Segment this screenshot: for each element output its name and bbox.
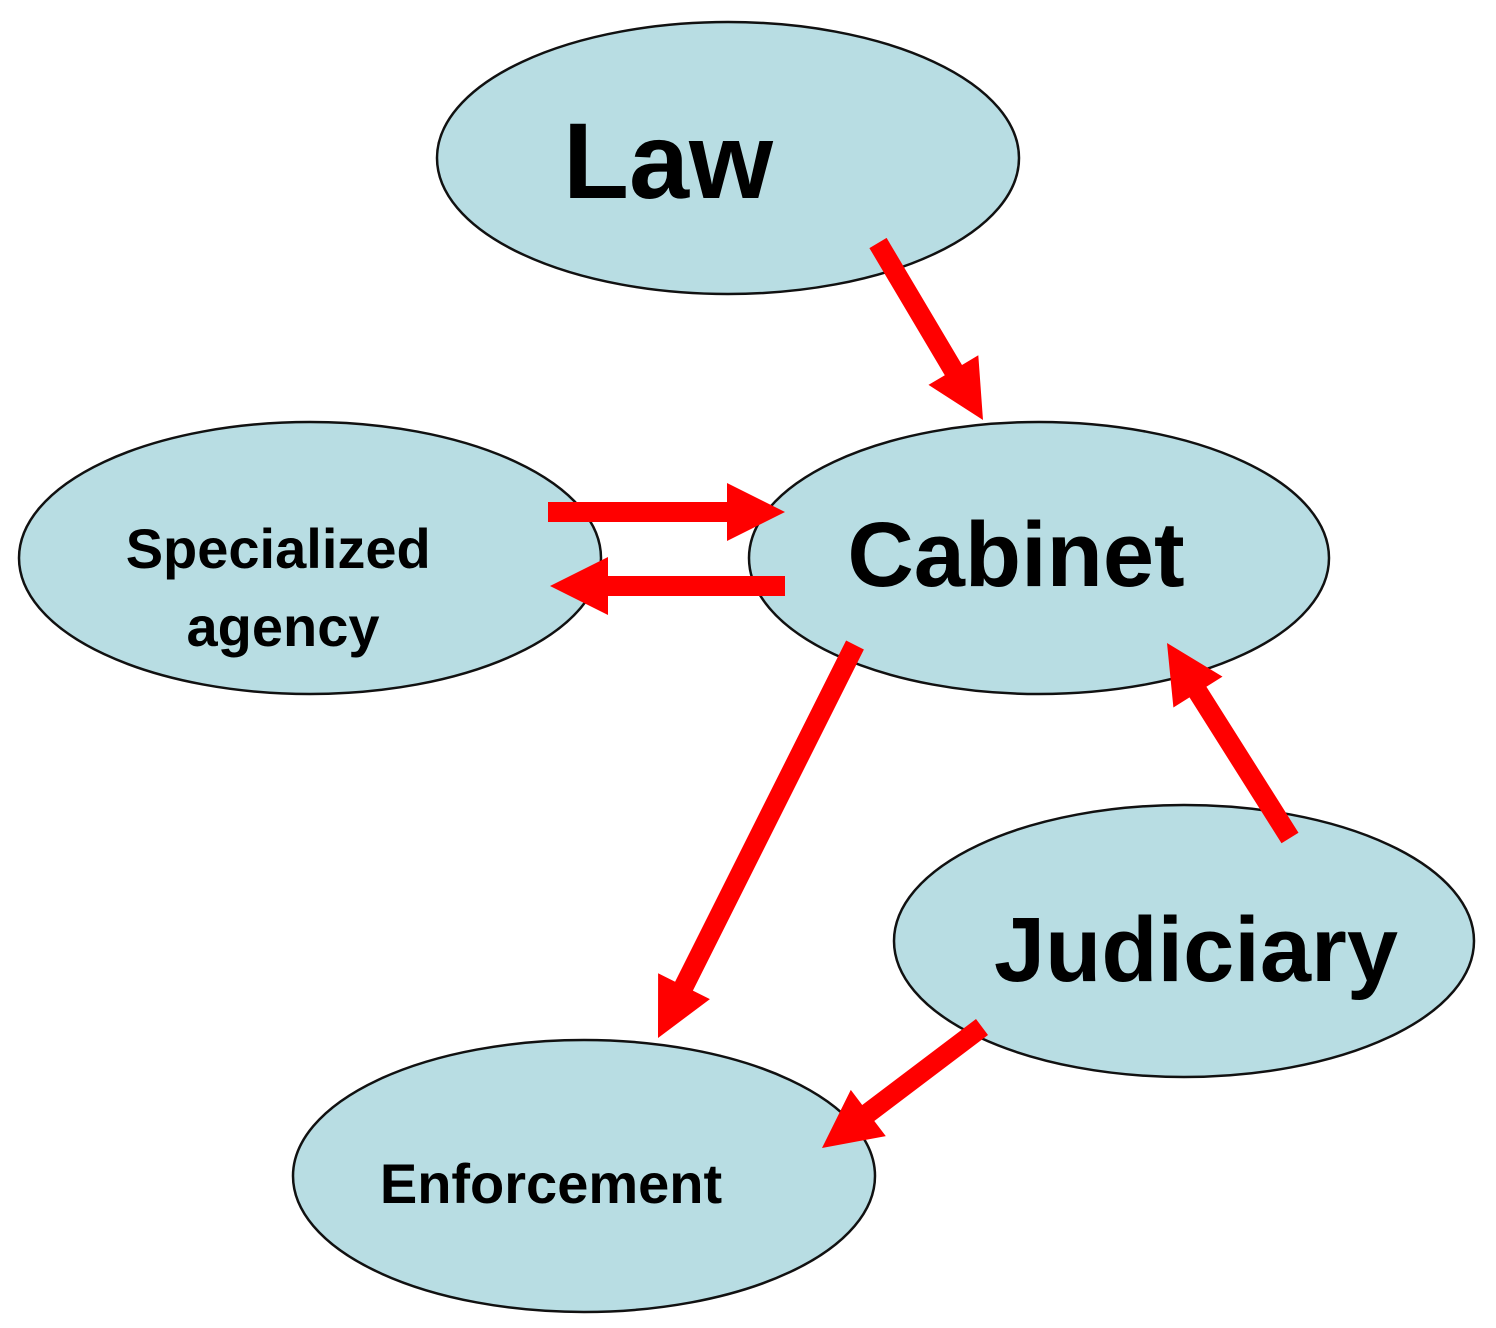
arrow-judiciary-to-enforcement <box>822 1019 988 1148</box>
arrow-judiciary-to-cabinet <box>1167 643 1299 844</box>
arrow-law-to-cabinet <box>869 237 983 420</box>
nodes-layer: Law Specialized agency Cabinet Judiciary <box>17 20 1476 1314</box>
node-specialized-agency[interactable]: Specialized agency <box>17 420 603 696</box>
node-cabinet[interactable]: Cabinet <box>747 420 1331 696</box>
node-judiciary-shape <box>892 803 1476 1079</box>
node-law[interactable]: Law <box>435 20 1021 296</box>
node-specialized-agency-line-2: agency <box>187 595 380 658</box>
arrow-specialized-agency-to-cabinet <box>548 483 785 541</box>
node-specialized-agency-shape <box>17 420 603 696</box>
node-judiciary[interactable]: Judiciary <box>892 803 1476 1079</box>
node-enforcement-label: Enforcement <box>380 1152 722 1215</box>
node-law-shape <box>435 20 1021 296</box>
node-cabinet-label: Cabinet <box>847 504 1184 606</box>
arrows-layer <box>548 237 1299 1148</box>
node-law-label: Law <box>563 100 774 221</box>
node-judiciary-label: Judiciary <box>994 899 1398 1001</box>
node-specialized-agency-line-1: Specialized <box>126 517 431 580</box>
node-specialized-agency-label: Specialized agency <box>126 517 447 658</box>
arrow-cabinet-to-specialized-agency <box>550 557 785 615</box>
node-enforcement-shape <box>291 1038 877 1314</box>
arrow-cabinet-to-enforcement <box>658 640 864 1038</box>
node-cabinet-shape <box>747 420 1331 696</box>
node-enforcement[interactable]: Enforcement <box>291 1038 877 1314</box>
